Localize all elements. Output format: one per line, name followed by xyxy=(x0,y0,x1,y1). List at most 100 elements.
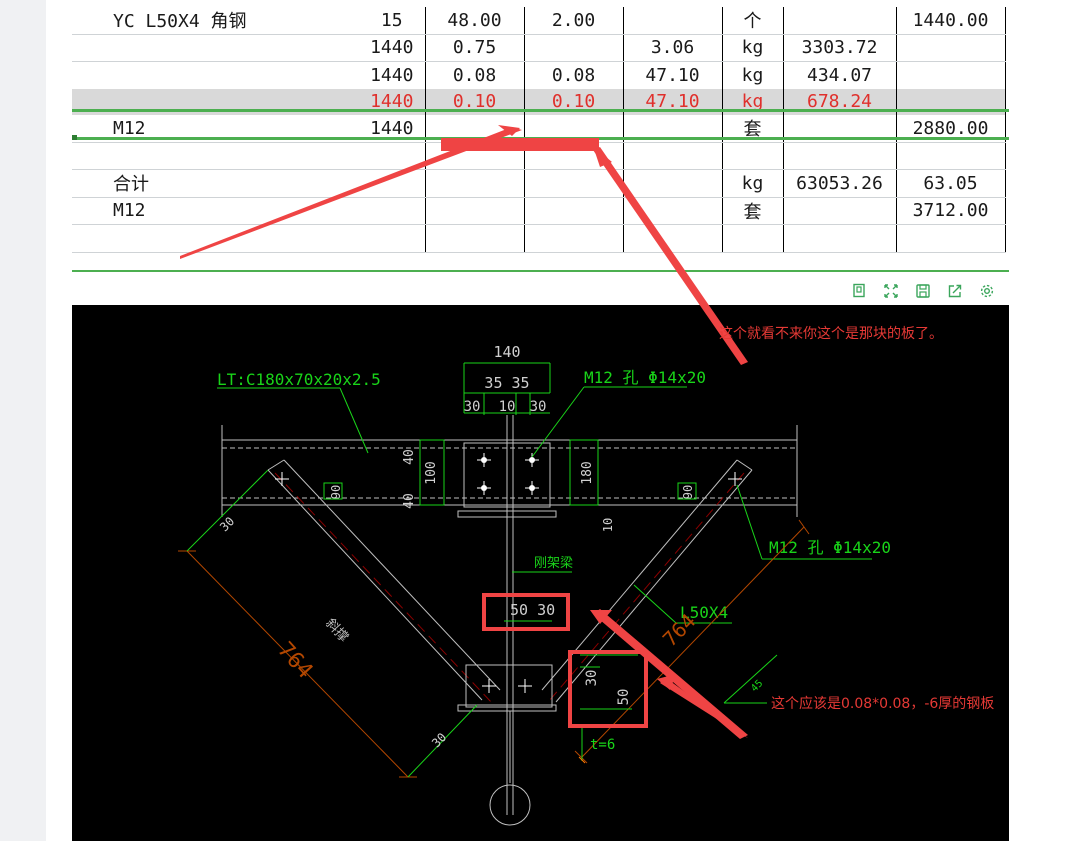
table-cell[interactable]: 2.00 xyxy=(524,7,624,35)
table-cell[interactable] xyxy=(524,142,624,170)
dim-10-small-label: 10 xyxy=(601,518,615,532)
table-cell[interactable] xyxy=(359,169,426,198)
table-cell[interactable] xyxy=(524,34,624,62)
table-cell[interactable]: 0.75 xyxy=(425,34,525,62)
table-cell[interactable] xyxy=(896,34,1006,62)
table-cell[interactable]: 47.10 xyxy=(623,61,723,89)
table-cell[interactable]: 3712.00 xyxy=(896,197,1006,225)
table-cell[interactable]: 15 xyxy=(359,7,426,35)
bolt-hole-top-label: M12 孔 Φ14x20 xyxy=(584,368,706,387)
annotation-note-top: 这个就看不来你这个是那块的板了。 xyxy=(719,326,943,342)
table-cell[interactable] xyxy=(72,224,359,253)
sheet-bottom-line xyxy=(72,270,1009,272)
table-cell[interactable] xyxy=(524,224,624,253)
table-cell[interactable] xyxy=(524,169,624,198)
selection-top-line xyxy=(72,109,1009,112)
fullscreen-icon[interactable] xyxy=(875,277,907,304)
table-cell[interactable]: 0.08 xyxy=(425,61,525,89)
table-cell[interactable] xyxy=(783,197,897,225)
table-cell[interactable] xyxy=(425,142,525,170)
dim-100-label: 100 xyxy=(424,461,439,484)
beam-label: 刚架梁 xyxy=(534,556,573,571)
table-cell[interactable] xyxy=(524,197,624,225)
selection-handle[interactable] xyxy=(72,135,77,140)
table-cell[interactable]: YC L50X4 角钢 xyxy=(72,7,359,35)
bolt-hole-right-label: M12 孔 Φ14x20 xyxy=(769,538,891,557)
table-row[interactable]: M12 套 3712.00 xyxy=(72,197,1006,225)
dim-180-label: 180 xyxy=(580,461,595,484)
table-cell[interactable]: kg xyxy=(722,34,784,62)
table-cell[interactable]: 套 xyxy=(722,197,784,225)
table-cell[interactable] xyxy=(72,142,359,170)
purlin-label: LT:C180x70x20x2.5 xyxy=(217,370,381,389)
table-cell[interactable] xyxy=(425,197,525,225)
annotation-note-bottom: 这个应该是0.08*0.08，-6厚的钢板 xyxy=(771,696,995,712)
table-cell[interactable] xyxy=(623,169,723,198)
table-cell[interactable] xyxy=(896,142,1006,170)
table-cell[interactable]: kg xyxy=(722,61,784,89)
member-label: 斜撑 xyxy=(322,616,351,645)
table-cell[interactable]: 48.00 xyxy=(425,7,525,35)
table-row[interactable] xyxy=(72,224,1006,253)
table-cell[interactable] xyxy=(359,197,426,225)
table-cell[interactable]: M12 xyxy=(72,197,359,225)
table-cell[interactable] xyxy=(359,224,426,253)
table-cell[interactable]: 63.05 xyxy=(896,169,1006,198)
table-cell[interactable]: 1440 xyxy=(359,61,426,89)
table-cell[interactable] xyxy=(896,61,1006,89)
table-cell[interactable]: 3.06 xyxy=(623,34,723,62)
dim-50-30-label: 50 30 xyxy=(510,601,555,619)
table-cell[interactable]: 1440.00 xyxy=(896,7,1006,35)
table-cell[interactable] xyxy=(425,169,525,198)
table-cell[interactable] xyxy=(72,34,359,62)
table-cell[interactable] xyxy=(722,142,784,170)
table-cell[interactable] xyxy=(783,7,897,35)
table-cell[interactable] xyxy=(722,224,784,253)
table-cell[interactable]: 1440 xyxy=(359,34,426,62)
bolt-holes-top xyxy=(481,457,535,491)
dim-30-vert-label: 30 xyxy=(584,670,600,687)
dim-30-diag-top-label: 30 xyxy=(217,514,237,534)
table-cell[interactable]: 1440 xyxy=(359,88,426,115)
dim-10-label: 10 xyxy=(499,399,516,415)
dim-35-35-label: 35 35 xyxy=(484,374,529,392)
dim-40-top-label: 40 xyxy=(402,449,417,465)
highlight-box-50-30 xyxy=(482,593,570,631)
table-cell[interactable]: 0.08 xyxy=(524,61,624,89)
table-cell[interactable] xyxy=(896,224,1006,253)
angle-mark-label: 45 xyxy=(749,678,765,694)
table-cell[interactable]: 63053.26 xyxy=(783,169,897,198)
table-cell[interactable] xyxy=(425,224,525,253)
dim-40-bottom-label: 40 xyxy=(402,493,417,509)
table-row[interactable] xyxy=(72,142,1006,170)
dim-30-left-label: 30 xyxy=(464,399,481,415)
table-cell[interactable]: kg xyxy=(722,169,784,198)
dim-140-label: 140 xyxy=(493,343,520,361)
table-cell[interactable] xyxy=(623,224,723,253)
save-icon[interactable] xyxy=(907,277,939,304)
table-cell[interactable]: 个 xyxy=(722,7,784,35)
table-cell[interactable] xyxy=(359,142,426,170)
table-cell[interactable] xyxy=(72,62,359,89)
fit-page-icon[interactable] xyxy=(843,277,875,304)
left-sidebar-strip xyxy=(0,0,46,841)
dim-30-diag-bottom-label: 30 xyxy=(429,730,449,750)
dim-50-vert-label: 50 xyxy=(616,689,632,706)
table-cell[interactable] xyxy=(783,142,897,170)
table-cell[interactable]: 合计 xyxy=(72,169,359,198)
table-cell[interactable]: 434.07 xyxy=(783,61,897,89)
table-cell[interactable] xyxy=(623,197,723,225)
highlight-box-30-50 xyxy=(568,650,648,728)
table-cell[interactable] xyxy=(623,142,723,170)
table-cell[interactable] xyxy=(623,7,723,35)
settings-icon[interactable] xyxy=(971,277,1003,304)
export-icon[interactable] xyxy=(939,277,971,304)
table-cell[interactable] xyxy=(783,224,897,253)
table-cell[interactable]: 3303.72 xyxy=(783,34,897,62)
